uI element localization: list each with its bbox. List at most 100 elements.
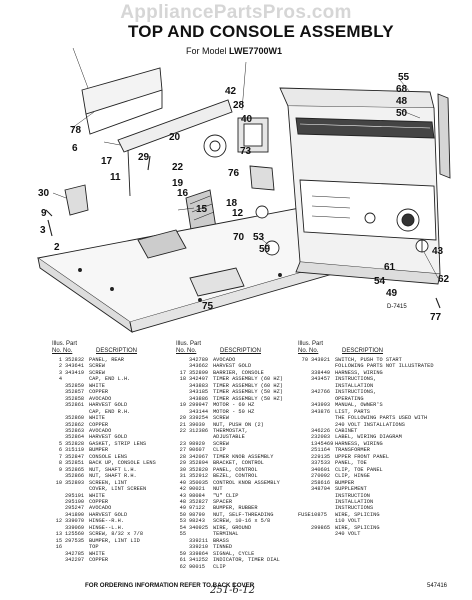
part-description: SIGNAL, CYCLE <box>213 550 255 557</box>
parts-row: INSTALLATION <box>298 383 448 389</box>
part-number: 341890 <box>65 511 85 518</box>
header-illus: Illus. Part <box>52 341 78 347</box>
part-number: 98084 <box>189 492 205 499</box>
part-number: 352899 <box>189 369 209 376</box>
part-number: 352866 <box>65 473 85 480</box>
part-description: 240 VOLT INSTALLATIONS <box>335 421 405 428</box>
parts-row: ADJUSTABLE <box>176 434 294 440</box>
part-description: AVOCADO <box>89 395 112 402</box>
part-description: TRANSFORMER <box>335 447 370 454</box>
callout: 68 <box>396 84 408 95</box>
part-number: 342785 <box>65 550 85 557</box>
illus-number: 18 <box>179 376 186 383</box>
part-number: 352894 <box>189 460 209 467</box>
illus-number: 16 <box>55 544 62 551</box>
header-no: No. No. <box>176 348 197 354</box>
part-description: CAP, END R.H. <box>89 408 131 415</box>
part-description: NUT, SELF-THREADING <box>213 511 274 518</box>
model-number: LWE7700W1 <box>229 46 283 56</box>
callout: 43 <box>432 246 444 257</box>
part-number: 342766 <box>311 389 331 396</box>
part-number: 342067 <box>189 453 209 460</box>
callout: 29 <box>138 152 150 163</box>
part-number: 343876 <box>311 408 331 415</box>
illus-number: 59 <box>179 550 186 557</box>
part-description: INSTRUCTION <box>335 492 370 499</box>
parts-row: 240 VOLT INSTALLATIONS <box>298 422 448 428</box>
part-description: MOTOR - 60 HZ <box>213 402 255 409</box>
part-number: 343883 <box>189 382 209 389</box>
page-title: TOP AND CONSOLE ASSEMBLY <box>128 22 394 41</box>
part-description: WIRE, SPLICING <box>335 524 380 531</box>
callout: 42 <box>225 86 237 97</box>
header-no: No. No. <box>298 348 319 354</box>
illus-number: 2 <box>58 363 62 370</box>
illus-number: 40 <box>179 479 186 486</box>
part-description: HINGE--L.H. <box>89 524 124 531</box>
part-description: PANEL, REAR <box>89 357 124 363</box>
part-description: 110 VOLT <box>335 518 361 525</box>
part-number <box>311 531 335 537</box>
callout: 11 <box>110 172 121 183</box>
header-no: No. No. <box>52 348 73 354</box>
illus-number: 12 <box>55 518 62 525</box>
illus-number: 23 <box>179 440 186 447</box>
parts-row: THE FOLLOWING PARTS USED WITH <box>298 415 448 421</box>
illus-number: 6 <box>58 447 62 454</box>
parts-row: INSTALLATION <box>298 499 448 505</box>
part-number: 348704 <box>311 486 331 493</box>
part-number: 352861 <box>65 402 85 409</box>
part-number: 341252 <box>189 557 209 564</box>
part-number: 343921 <box>311 357 331 363</box>
callout: 78 <box>70 125 82 136</box>
part-number: 339069 <box>65 524 85 531</box>
part-number: 125560 <box>65 531 85 538</box>
callout: 6 <box>72 143 78 154</box>
callout: 70 <box>233 232 245 243</box>
illus-number: 15 <box>55 537 62 544</box>
illus-number: 19 <box>179 402 186 409</box>
callout: 20 <box>169 132 181 143</box>
callout: 76 <box>228 168 240 179</box>
part-description: SWITCH, PUSH TO START <box>335 357 402 363</box>
part-description: WIRE, SPLICING <box>335 511 380 518</box>
illus-number: 28 <box>179 453 186 460</box>
illus-number: 55 <box>179 531 186 538</box>
part-description: TERMINAL <box>213 531 239 538</box>
part-number: 299947 <box>189 402 209 409</box>
part-description: INSTRUCTIONS, <box>335 389 377 396</box>
part-description: CONTROL KNOB ASSEMBLY <box>213 479 280 486</box>
part-number: 98920 <box>189 440 205 447</box>
part-description: PANEL, TOE <box>335 460 367 467</box>
illus-number: 1 <box>58 357 62 363</box>
part-description: NUT, PUSH ON (2) <box>213 421 264 428</box>
parts-row: FOLLOWING PARTS NOT ILLUSTRATED <box>298 363 448 369</box>
part-description: INDICATOR, TIMER DIAL <box>213 557 280 564</box>
figure-code: D-7415 <box>387 304 407 310</box>
illus-number: 43 <box>179 492 186 499</box>
illus-number: 29 <box>179 460 186 467</box>
part-description: WIRE, GROUND <box>213 524 252 531</box>
